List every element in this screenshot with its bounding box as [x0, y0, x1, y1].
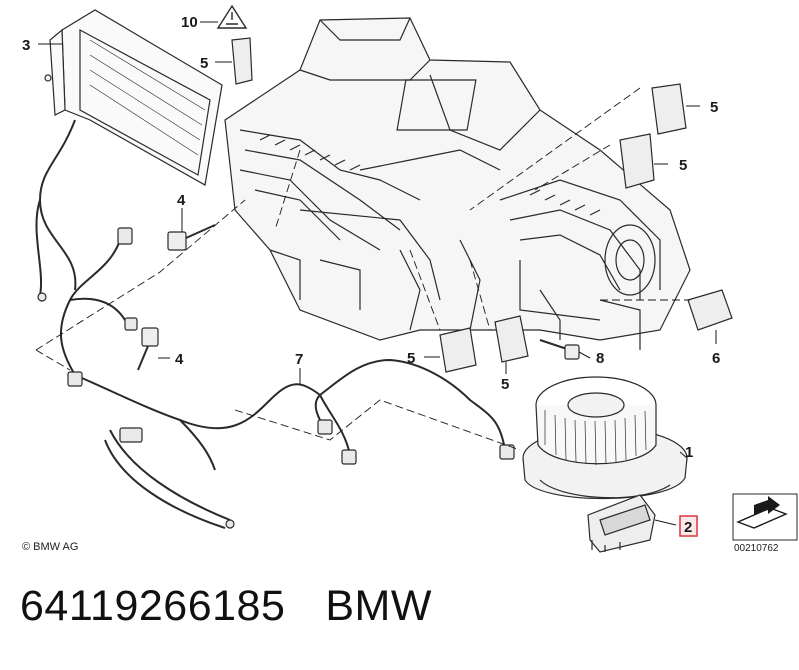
callout-6: 6: [712, 350, 720, 367]
callout-1: 1: [685, 444, 693, 461]
copyright-text: © BMW AG: [22, 541, 79, 553]
diagram-reference-icon: [732, 493, 798, 541]
part-caption: 64119266185 BMW: [20, 582, 432, 631]
callout-4-lower: 4: [175, 351, 184, 368]
part-number: 64119266185: [20, 582, 286, 630]
callout-10: 10: [181, 14, 198, 31]
callout-5-bottom: 5: [501, 376, 509, 393]
callout-labels: 3 10 5 4 4 5 5 6 5 5 8 7 1 2: [22, 14, 720, 537]
actuator-motors: [231, 37, 687, 373]
callout-lines: [38, 21, 717, 526]
blower-fan: [522, 376, 688, 500]
callout-2: 2: [684, 519, 692, 536]
callout-7: 7: [295, 351, 303, 368]
callout-4-upper: 4: [177, 192, 186, 209]
callout-5-right-mid: 5: [679, 157, 687, 174]
blower-resistor: [587, 494, 656, 553]
diagram-id: 00210762: [734, 543, 779, 554]
callout-5-top: 5: [200, 55, 208, 72]
wiring-harness: [35, 119, 506, 529]
warning-triangle-icon: [216, 4, 248, 29]
harness-connectors: [37, 227, 515, 529]
leader-lines: [35, 87, 690, 451]
recirculation-actuator: [687, 289, 733, 331]
callout-8: 8: [596, 350, 604, 367]
callout-3: 3: [22, 37, 30, 54]
callout-5-center: 5: [407, 350, 415, 367]
callout-5-right-top: 5: [710, 99, 718, 116]
brand-name: BMW: [325, 582, 432, 630]
sensor-part-8: [539, 339, 580, 360]
temperature-sensor-lower: [137, 327, 159, 371]
callout-2-highlight-box: [679, 515, 698, 537]
parts-exploded-diagram: 3 10 5 4 4 5 5 6 5 5 8 7 1 2: [22, 4, 798, 553]
temperature-sensor-upper: [167, 224, 216, 251]
heater-core: [44, 9, 223, 186]
hvac-housing: [224, 17, 691, 350]
